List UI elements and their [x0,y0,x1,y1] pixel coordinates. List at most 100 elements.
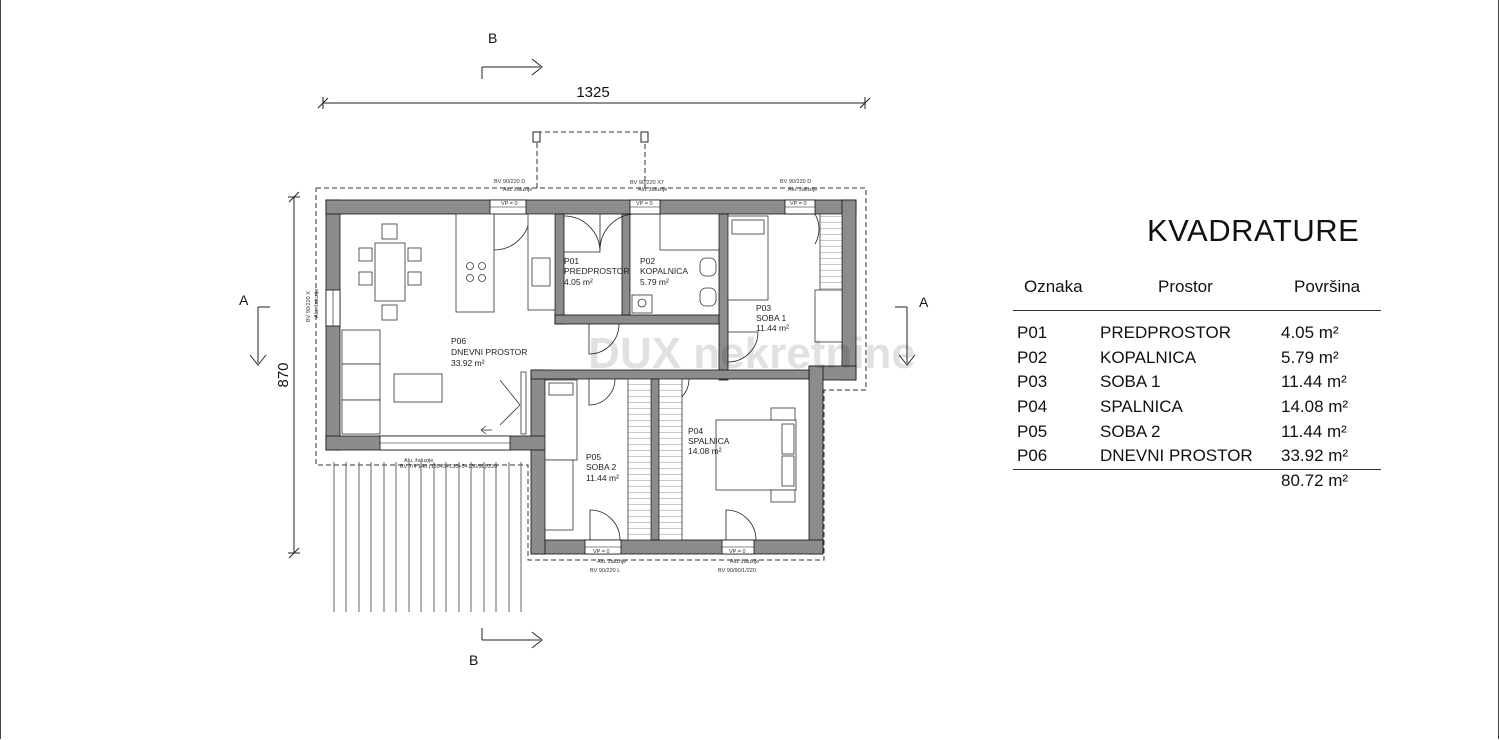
svg-text:Alu. žaluzije: Alu. žaluzije [404,458,433,464]
area-schedule-table: Oznaka Prostor Površina P01 PREDPROSTOR … [1013,270,1381,496]
section-marker-b-top: B [481,30,543,79]
window-tags: BV 90/220 D Alu. žaluzije VP = 0 BV 90/2… [306,179,817,574]
table-row: P02 KOPALNICA 5.79 m² [1013,345,1381,370]
room-label-p05: P05 SOBA 2 11.44 m² [586,452,619,483]
svg-text:11.44 m²: 11.44 m² [756,323,789,333]
header-room: Prostor [1158,277,1213,296]
svg-text:SOBA 1: SOBA 1 [756,313,787,323]
cell-room: KOPALNICA [1100,347,1197,367]
room-label-p02: P02 KOPALNICA 5.79 m² [640,256,688,287]
schedule-title: KVADRATURE [1147,213,1360,248]
svg-text:BV 90/220 X: BV 90/220 X [306,291,312,322]
cell-room: SOBA 2 [1100,421,1161,441]
pergola [333,462,522,612]
section-marker-a-right: A [895,294,929,366]
room-label-p04: P04 SPALNICA 14.08 m² [688,426,730,456]
svg-text:Alu. žaluzije: Alu. žaluzije [503,187,532,193]
interior-walls [530,213,810,541]
svg-text:DUX nekretnine: DUX nekretnine [588,329,916,378]
svg-text:VP = 0: VP = 0 [593,549,610,555]
svg-text:B: B [469,652,478,668]
svg-text:P06: P06 [451,336,466,346]
table-row: P03 SOBA 1 11.44 m² [1013,369,1381,394]
cell-room: SOBA 1 [1100,372,1161,392]
cell-area: 4.05 m² [1281,323,1339,342]
watermark: DUX nekretnine [588,329,916,378]
svg-text:BV 90/220 L: BV 90/220 L [590,568,620,574]
svg-text:VP = 0: VP = 0 [790,201,807,207]
dimension-height: 870 [275,191,300,559]
svg-text:VP = 0: VP = 0 [501,201,518,207]
cell-area: 14.08 m² [1281,397,1349,417]
cell-area: 11.44 m² [1281,372,1347,392]
cell-code: P06 [1017,446,1048,466]
table-row: P01 PREDPROSTOR 4.05 m² [1013,320,1381,345]
cell-code: P01 [1017,323,1048,342]
svg-text:P05: P05 [586,452,601,462]
svg-text:4.05 m²: 4.05 m² [564,277,593,287]
svg-text:5.79 m²: 5.79 m² [640,277,669,287]
sofa [341,329,443,435]
svg-text:P04: P04 [688,426,703,436]
svg-text:Alu. žaluzije: Alu. žaluzije [597,559,626,565]
svg-text:BV 90/220 D: BV 90/220 D [780,179,811,185]
dimension-height-label: 870 [275,362,292,387]
soba2-furniture [544,378,652,541]
dimension-width-label: 1325 [576,84,609,101]
dimension-width: 1325 [317,84,871,109]
svg-text:P02: P02 [640,256,655,266]
cell-code: P03 [1017,372,1048,392]
svg-text:Alu. žaluzije: Alu. žaluzije [788,187,817,193]
svg-text:PREDPROSTOR: PREDPROSTOR [564,266,630,276]
svg-text:P01: P01 [564,256,579,266]
cell-room: SPALNICA [1100,397,1183,417]
svg-text:BV 90/220 X7: BV 90/220 X7 [630,180,664,186]
soba1-furniture [727,213,843,343]
dining-set [358,223,422,321]
roof-outline [315,131,867,561]
svg-text:KOPALNICA: KOPALNICA [640,266,688,276]
cell-code: P02 [1017,347,1048,367]
cell-area: 33.92 m² [1281,446,1349,466]
section-marker-a-left: A [239,292,270,366]
sliding-door [480,371,527,435]
cell-room: DNEVNI PROSTOR [1100,446,1253,466]
table-row: P04 SPALNICA 14.08 m² [1013,394,1381,419]
kitchen-island [455,213,556,313]
cell-area: 5.79 m² [1281,347,1339,367]
floor-plan: 1325 870 B B A A [239,30,929,668]
svg-text:BV 7/4 140 (130+3+130+3+130/90: BV 7/4 140 (130+3+130+3+130/90)/220 [400,464,497,470]
cell-code: P04 [1017,397,1048,417]
cell-area: 11.44 m² [1281,421,1347,441]
table-total-row: 80.72 m² [1013,469,1381,496]
svg-text:BV 90/220 D: BV 90/220 D [494,179,525,185]
svg-text:SOBA 2: SOBA 2 [586,462,617,472]
svg-text:33.92 m²: 33.92 m² [451,358,485,368]
header-area: Površina [1294,277,1361,296]
room-label-p01: P01 PREDPROSTOR 4.05 m² [564,256,630,287]
svg-text:A: A [239,292,249,308]
svg-text:Alu. žaluzije: Alu. žaluzije [638,187,667,193]
svg-text:P03: P03 [756,303,771,313]
room-label-p03: P03 SOBA 1 11.44 m² [756,303,789,333]
svg-text:Alu. žaluzije: Alu. žaluzije [314,289,320,318]
svg-text:VP = 0: VP = 0 [729,549,746,555]
svg-text:SPALNICA: SPALNICA [688,436,730,446]
svg-text:Alu. žaluzije: Alu. žaluzije [730,559,759,565]
table-row: P05 SOBA 2 11.44 m² [1013,419,1381,444]
cell-code: P05 [1017,421,1048,441]
svg-text:B: B [488,30,497,46]
header-code: Oznaka [1024,277,1083,296]
table-row: P06 DNEVNI PROSTOR 33.92 m² [1013,443,1381,468]
spalnica-furniture [658,378,797,541]
svg-text:11.44 m²: 11.44 m² [586,473,619,483]
bathroom-fixtures [631,213,720,314]
svg-text:VP = 0: VP = 0 [636,201,653,207]
svg-text:A: A [919,294,929,310]
room-label-p06: P06 DNEVNI PROSTOR 33.92 m² [451,336,527,368]
svg-text:BV 90/90/1/220: BV 90/90/1/220 [718,568,756,574]
svg-text:14.08 m²: 14.08 m² [688,446,722,456]
total-area: 80.72 m² [1281,471,1349,491]
section-marker-b-bottom: B [469,628,543,668]
